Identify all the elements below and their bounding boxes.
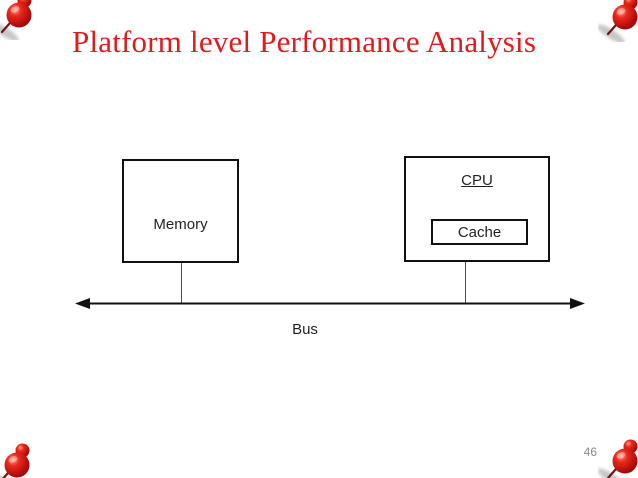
bus-label: Bus [292, 321, 318, 338]
cache-label: Cache [457, 223, 502, 241]
memory-bus-connector [181, 263, 182, 303]
page-number: 46 [583, 445, 597, 459]
bus-arrow [75, 298, 585, 309]
page-title: Platform level Performance Analysis [72, 24, 537, 59]
red-pushpin-icon [0, 0, 44, 40]
memory-label: Memory [153, 215, 208, 233]
cache-box: Cache [431, 219, 528, 245]
red-pushpin-icon [598, 434, 638, 478]
red-pushpin-icon [0, 438, 42, 478]
red-pushpin-icon [598, 0, 638, 42]
cpu-box: CPU Cache [404, 156, 550, 262]
cpu-label: CPU [461, 172, 493, 189]
cpu-bus-connector [465, 262, 466, 303]
memory-box: Memory [122, 159, 239, 263]
